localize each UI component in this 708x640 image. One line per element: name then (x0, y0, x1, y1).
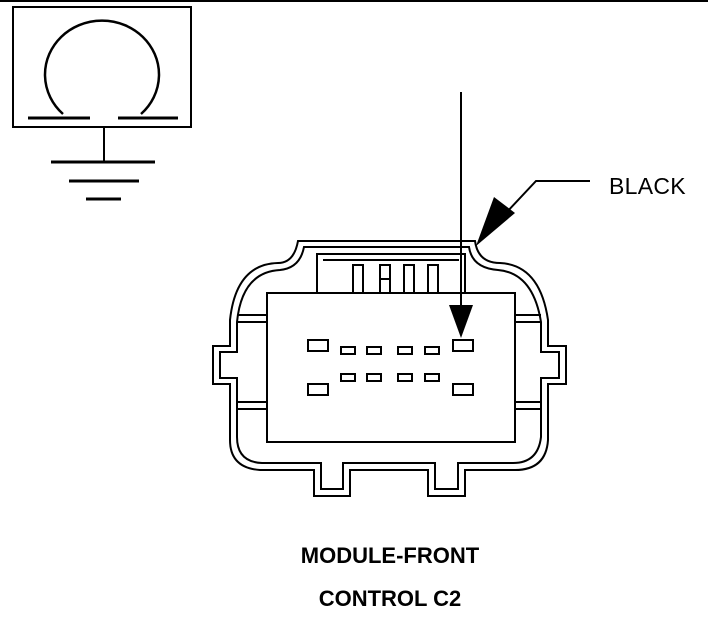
leader-arrow (476, 180, 590, 246)
caption-line-1: MODULE-FRONT (300, 543, 480, 568)
cavity (424, 346, 440, 355)
cavity-highlighted (452, 339, 474, 352)
cavity (424, 373, 440, 382)
cavity (340, 373, 356, 382)
cavity (452, 383, 474, 396)
cavity (397, 373, 413, 382)
cavity (307, 383, 329, 396)
wire-color-label: BLACK (609, 173, 686, 199)
cavity (340, 346, 356, 355)
cavity (307, 339, 329, 352)
connector-face (266, 292, 516, 443)
cavity (366, 346, 382, 355)
ground-symbol-icon (12, 6, 192, 201)
terminal-cavities (307, 339, 474, 396)
cavity (366, 373, 382, 382)
caption-line-2: CONTROL C2 (318, 586, 462, 611)
pointer-arrow (449, 92, 473, 338)
cavity (397, 346, 413, 355)
top-border-line (0, 0, 708, 2)
